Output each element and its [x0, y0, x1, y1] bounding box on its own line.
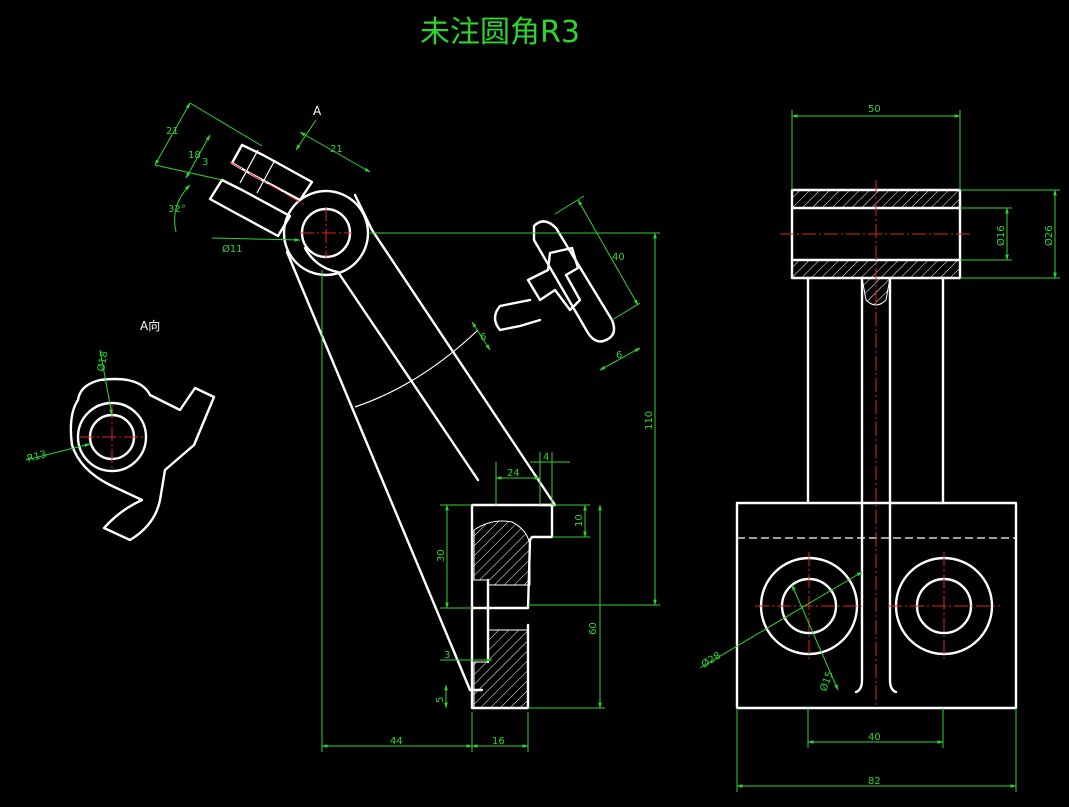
dim-4: 4	[543, 452, 549, 463]
dim-6b: 6	[616, 350, 622, 361]
dim-rv-d15: Ø15	[818, 670, 836, 693]
dim-rv-d26: Ø26	[1043, 225, 1055, 246]
dim-32deg: 32°	[168, 204, 186, 215]
dim-18: 18	[188, 150, 201, 161]
dim-40: 40	[612, 252, 625, 263]
base-block	[470, 503, 554, 710]
drawing-title: 未注圆角R3	[420, 15, 580, 50]
dim-rv-40: 40	[868, 732, 881, 743]
dim-3: 3	[202, 157, 208, 168]
dim-d11: Ø11	[222, 243, 243, 255]
dim-60: 60	[588, 622, 599, 635]
dim-rv-50: 50	[868, 104, 881, 115]
dim-16: 16	[492, 736, 505, 747]
rib-section	[493, 220, 616, 343]
view-arrow-label: A	[313, 104, 322, 118]
dim-21a: 21	[166, 126, 179, 137]
dim-44: 44	[390, 736, 403, 747]
dim-21b: 21	[330, 144, 343, 155]
front-dimensions: 21 18 3 32° Ø11 21 A 40 6 6 110 24 4	[154, 102, 660, 752]
dim-6a: 6	[480, 332, 486, 343]
dim-30: 30	[436, 549, 447, 562]
dim-rv-d28: Ø28	[699, 649, 723, 670]
dim-24: 24	[507, 468, 520, 479]
dim-5: 5	[435, 697, 446, 703]
dim-av-d18: Ø18	[95, 350, 110, 372]
fork-section	[208, 143, 314, 238]
front-view	[208, 143, 616, 710]
side-view	[735, 180, 1018, 710]
dim-3b: 3	[444, 650, 450, 661]
dim-110: 110	[644, 411, 655, 430]
view-a-label: A向	[140, 318, 160, 333]
view-a: A向 Ø18 R13	[25, 318, 216, 542]
dim-av-r13: R13	[26, 449, 48, 465]
boss-outer	[282, 189, 370, 277]
dim-10: 10	[574, 514, 585, 527]
dim-rv-d16: Ø16	[995, 225, 1007, 246]
dim-rv-82: 82	[868, 776, 881, 787]
